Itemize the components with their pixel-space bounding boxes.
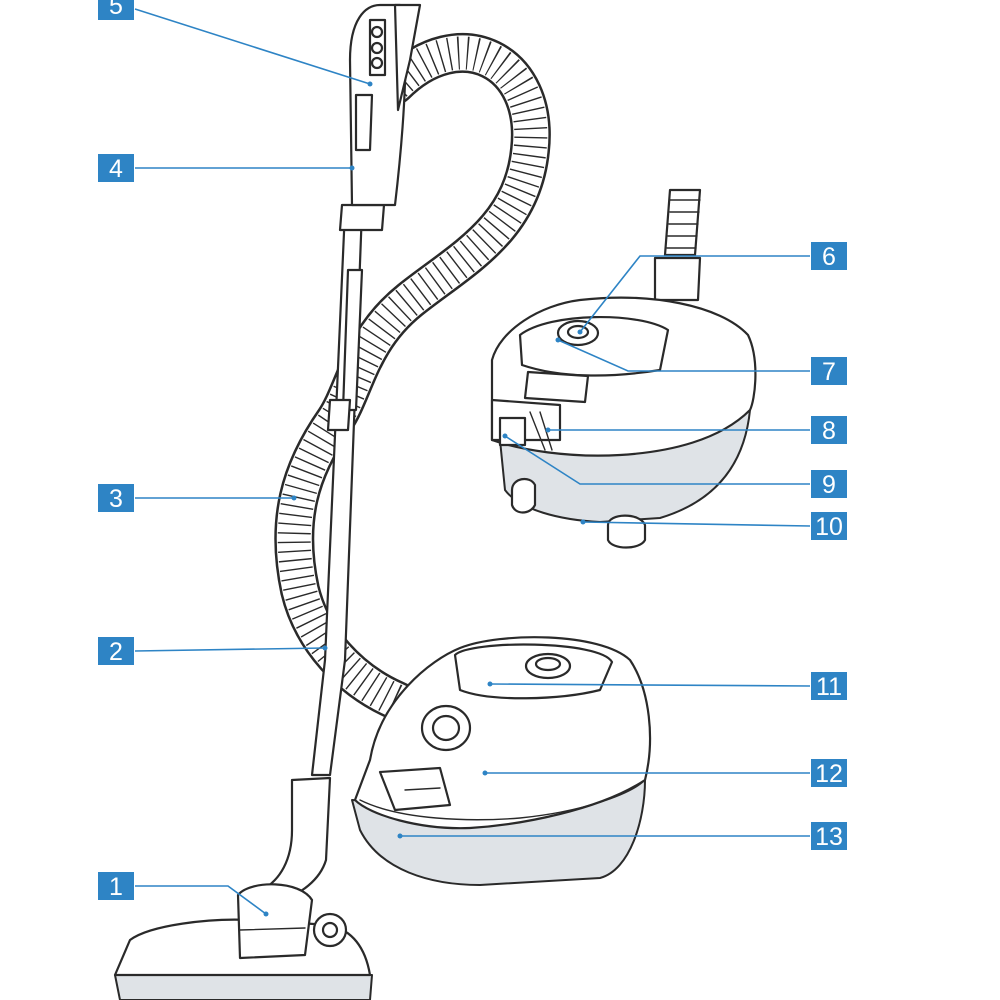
label-number-7: 7 [822, 358, 836, 386]
leader-dots [263, 81, 586, 917]
label-badge-8: 8 [811, 416, 847, 445]
label-badge-3: 3 [98, 484, 134, 513]
label-number-12: 12 [815, 760, 843, 788]
leader-10 [582, 521, 811, 527]
label-badge-5: 5 [98, 0, 134, 20]
label-badge-1: 1 [98, 872, 134, 901]
vacuum-illustration [113, 3, 757, 1000]
label-number-4: 4 [109, 155, 123, 183]
leader-11 [489, 683, 811, 687]
label-badge-12: 12 [811, 759, 847, 788]
label-number-8: 8 [822, 417, 836, 445]
label-number-3: 3 [109, 485, 123, 513]
label-number-10: 10 [815, 513, 843, 541]
label-badge-10: 10 [811, 512, 847, 541]
appliance-body-drawing [351, 636, 652, 886]
leader-9 [504, 435, 810, 485]
detail-view-drawing [490, 188, 757, 549]
label-number-6: 6 [822, 243, 836, 271]
label-badge-9: 9 [811, 470, 847, 499]
label-number-5: 5 [109, 0, 123, 20]
label-badge-6: 6 [811, 242, 847, 271]
label-badge-2: 2 [98, 637, 134, 666]
leader-lines [134, 8, 811, 915]
label-number-13: 13 [815, 823, 843, 851]
label-badge-7: 7 [811, 357, 847, 386]
label-number-9: 9 [822, 471, 836, 499]
leader-2 [134, 647, 326, 652]
leader-1 [135, 885, 267, 915]
label-number-11: 11 [816, 673, 842, 701]
label-badges: 1 2 3 4 5 6 7 8 [98, 0, 847, 901]
leader-5 [134, 8, 371, 85]
label-number-1: 1 [109, 873, 123, 901]
floor-nozzle-drawing [113, 883, 373, 1000]
label-badge-4: 4 [98, 154, 134, 183]
label-number-2: 2 [109, 638, 123, 666]
leader-6 [579, 255, 810, 333]
leader-7 [557, 339, 810, 372]
tube-drawing [260, 3, 422, 902]
label-badge-11: 11 [811, 672, 847, 701]
label-badge-13: 13 [811, 822, 847, 851]
